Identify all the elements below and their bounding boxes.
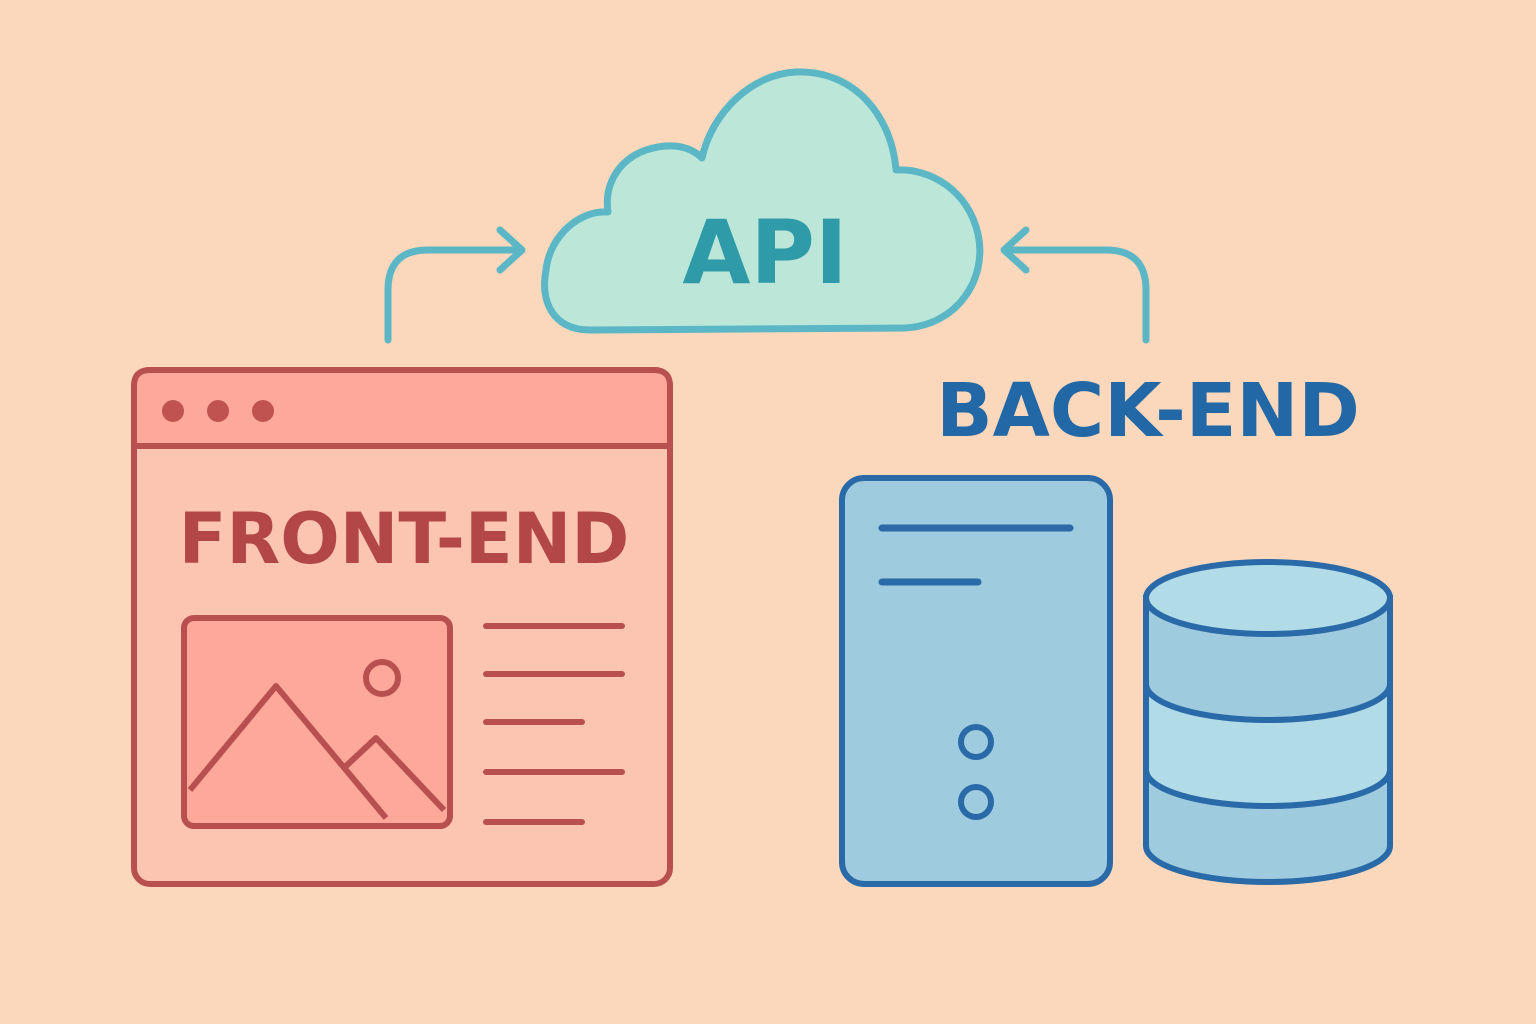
arrow-head-icon <box>1000 226 1030 274</box>
arrow-head-icon <box>496 226 526 274</box>
api-cloud: API <box>541 68 984 334</box>
backend-to-api-arrow <box>1000 226 1150 344</box>
frontend-window: FRONT-END <box>131 367 673 887</box>
backend-label: BACK-END <box>936 368 1360 454</box>
server-icon <box>839 475 1113 887</box>
cloud-icon <box>541 68 984 334</box>
arrow-icon <box>384 246 522 344</box>
frontend-label: FRONT-END <box>179 498 630 580</box>
database-icon <box>1143 559 1393 885</box>
content-lines <box>483 623 625 825</box>
image-icon <box>181 615 453 829</box>
frontend-to-api-arrow <box>384 226 526 344</box>
window-dot-icon <box>162 400 184 422</box>
browser-titlebar <box>131 367 673 449</box>
window-dot-icon <box>252 400 274 422</box>
api-label: API <box>682 201 847 304</box>
arrow-icon <box>1004 246 1150 344</box>
window-dot-icon <box>207 400 229 422</box>
